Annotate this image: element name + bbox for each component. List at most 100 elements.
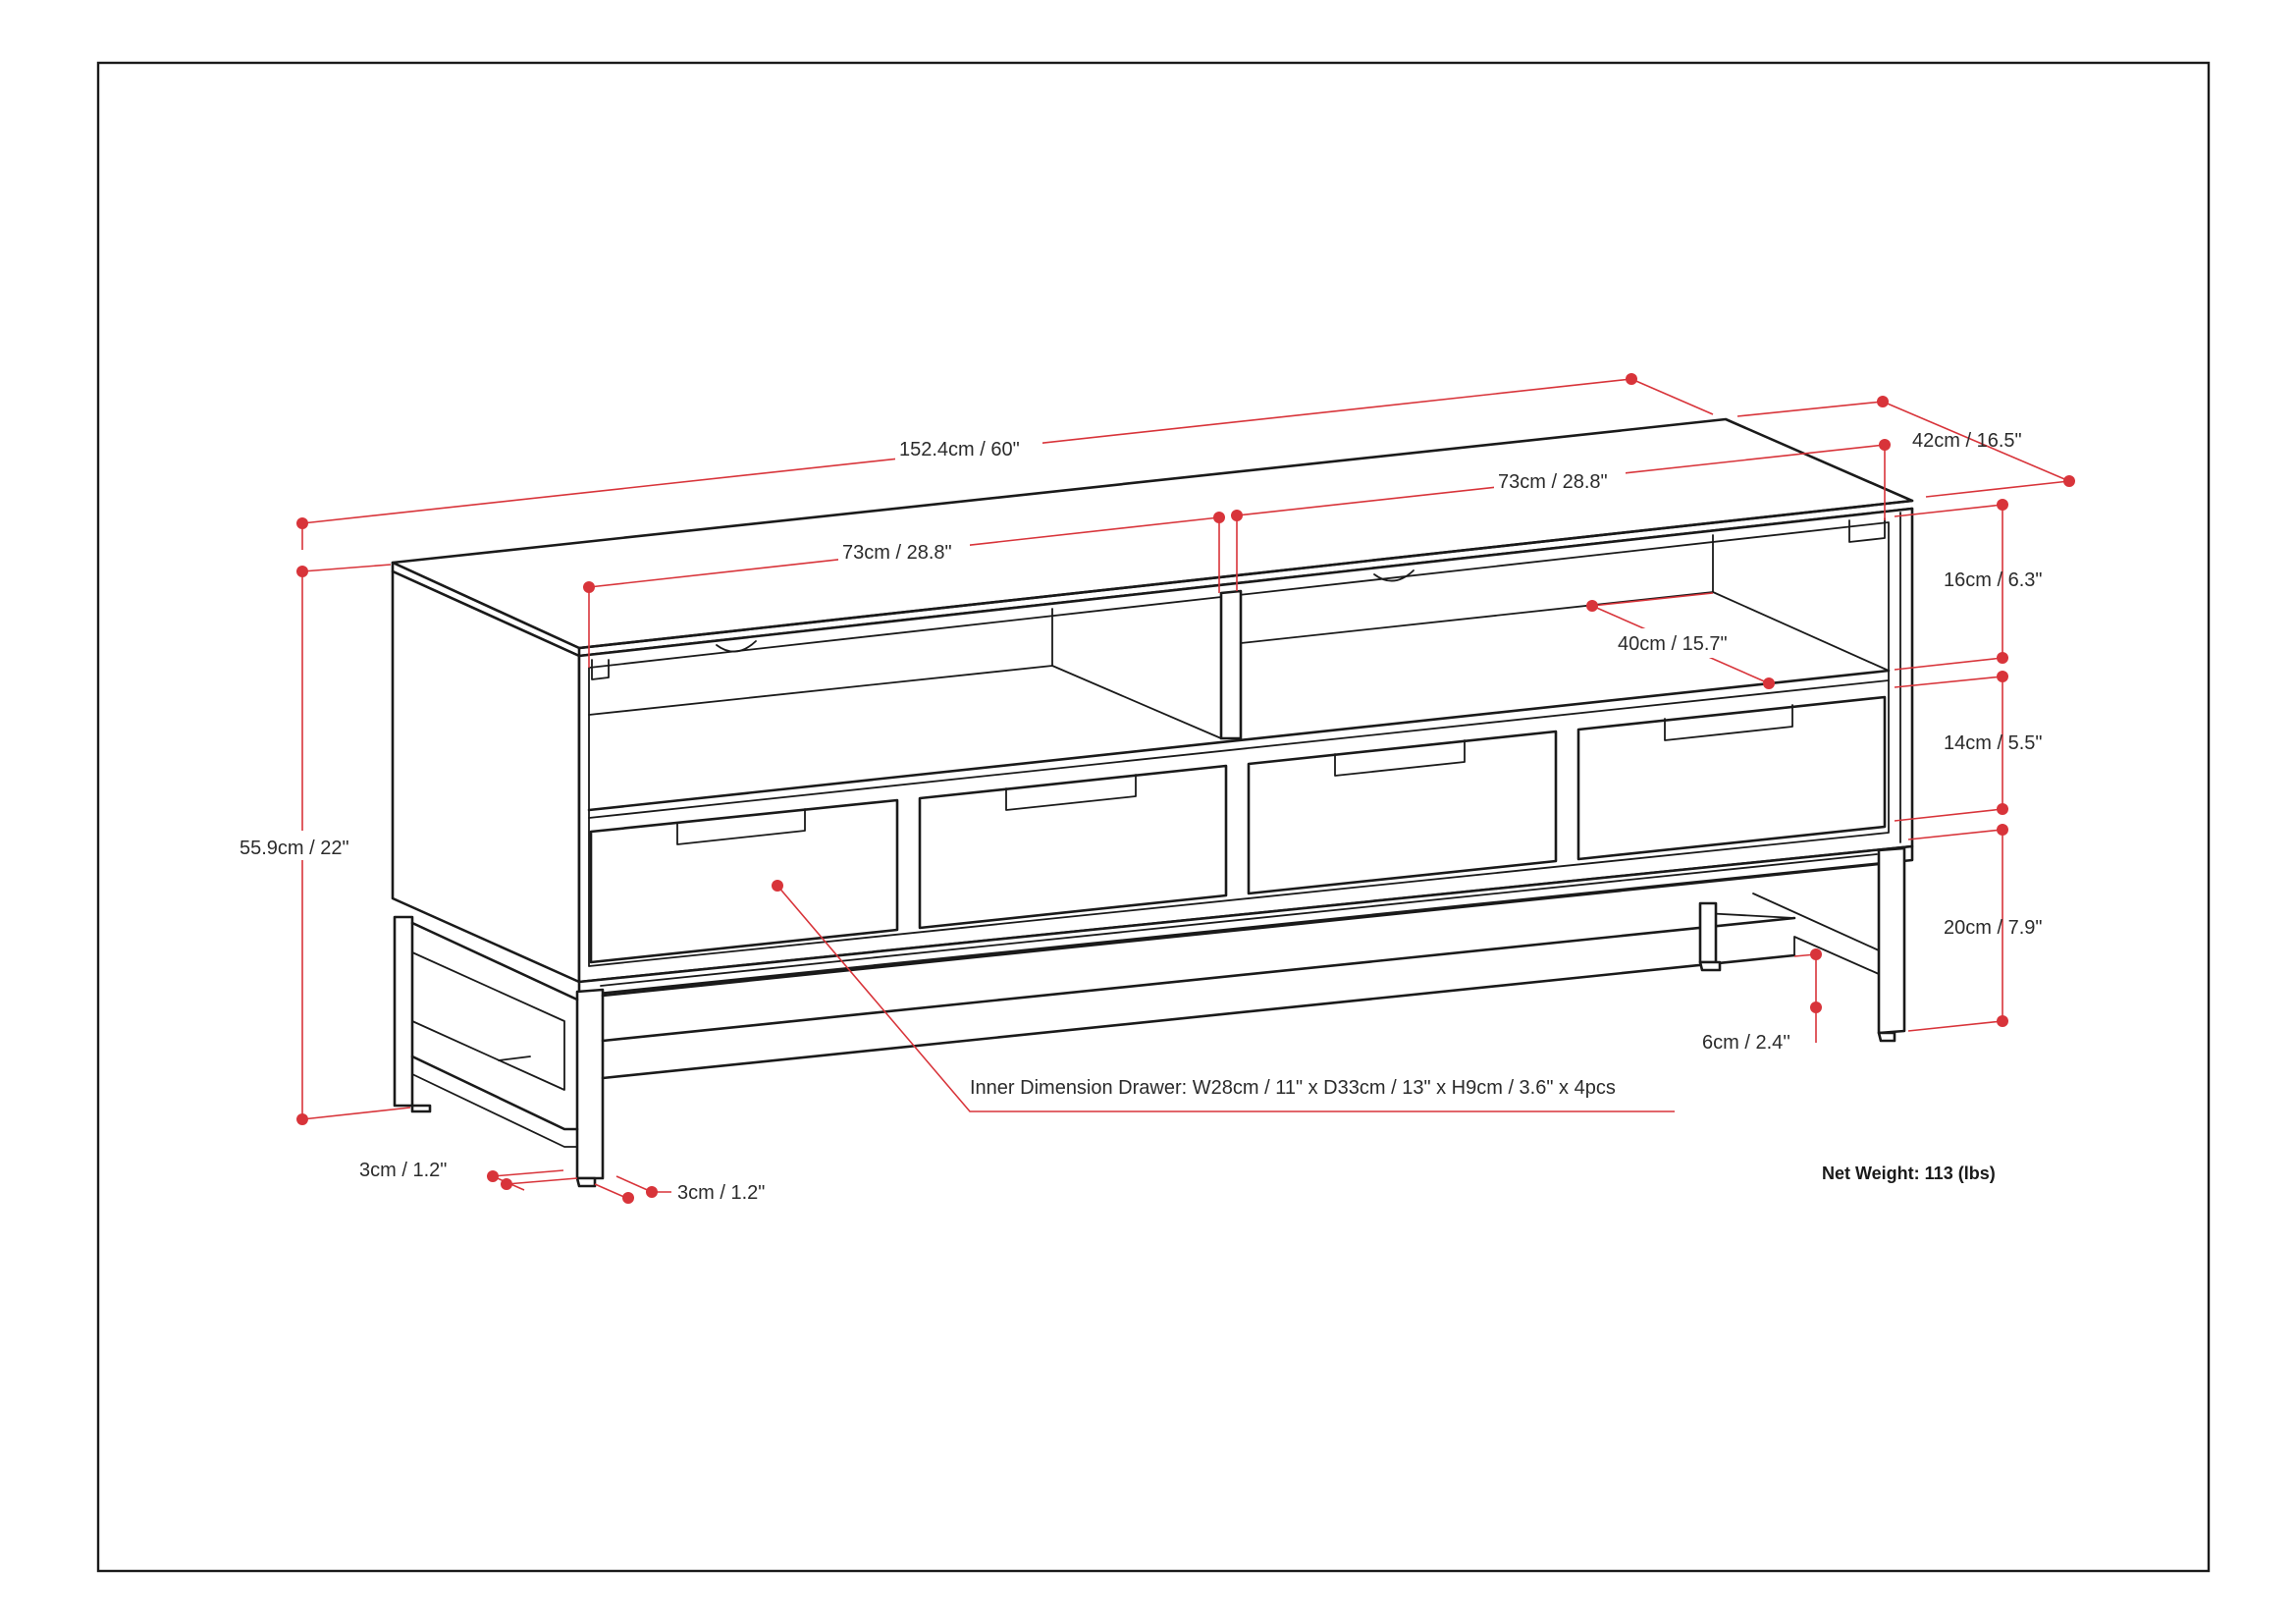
left-side-stretcher-top <box>410 921 579 1001</box>
drawer-height-bottom-dot <box>1997 803 2008 815</box>
front-top-rail <box>601 862 1881 998</box>
drawer-3-pull <box>1334 739 1466 777</box>
cable-cutout-right <box>1373 569 1415 582</box>
right-vertical-ext-6 <box>1907 1020 2003 1032</box>
left-side-inner-frame <box>411 951 565 1091</box>
drawer-4-pull <box>1664 704 1793 741</box>
front-left-leg <box>575 988 605 1180</box>
stretcher-height-label: 6cm / 2.4'' <box>1702 1032 1790 1054</box>
leg-width-dot-2 <box>501 1178 512 1190</box>
bracket-left <box>591 659 610 680</box>
leg-width-label: 3cm / 1.2" <box>359 1160 447 1181</box>
left-shelf-back <box>588 665 1053 716</box>
drawer-4 <box>1576 695 1887 861</box>
right-vertical-ext-5 <box>1907 829 2003 840</box>
right-vertical-ext-1 <box>1894 504 2003 517</box>
cable-cutout-left <box>716 640 757 653</box>
dimension-labels: 152.4cm / 60" 42cm / 16.5" 73cm / 28.8" … <box>236 430 2042 1204</box>
left-opening-width-label: 73cm / 28.8" <box>842 542 952 564</box>
page-frame <box>96 61 2211 1573</box>
right-opening-width-label: 73cm / 28.8" <box>1498 471 1608 493</box>
back-right-leg-foot <box>1698 960 1722 972</box>
drawer-1 <box>589 798 899 964</box>
right-side-frame-2 <box>1703 912 1795 919</box>
back-low-rail <box>498 1056 531 1061</box>
overall-height-ext-top <box>301 564 392 572</box>
shelf-depth-ext <box>1591 592 1714 607</box>
drawer-inner-label: Inner Dimension Drawer: W28cm / 11" x D3… <box>970 1077 1616 1099</box>
front-low-rail-bottom <box>601 953 1796 1080</box>
shelf-depth-label: 40cm / 15.7" <box>1618 633 1728 655</box>
left-shelf-depth <box>1051 665 1222 739</box>
leg-depth-dot-2 <box>646 1186 658 1198</box>
left-side-lower-rail <box>410 1055 579 1131</box>
drawer-inner-leader <box>776 885 1675 1112</box>
leg-depth-label: 3cm / 1.2" <box>677 1182 765 1204</box>
leg-clearance-label: 20cm / 7.9" <box>1944 917 2042 939</box>
right-vertical-ext-3 <box>1894 676 2003 688</box>
left-side-lower-rail-2 <box>411 1073 578 1148</box>
top-front-upper-edge <box>577 499 1914 650</box>
drawer-3 <box>1247 730 1558 895</box>
drawer-height-top-dot <box>1997 671 2008 682</box>
net-weight-label: Net Weight: 113 (lbs) <box>1822 1164 1996 1183</box>
shelf-depth-end-dot <box>1763 677 1775 689</box>
right-shelf-back <box>1240 591 1714 644</box>
overall-height-label: 55.9cm / 22" <box>240 838 349 859</box>
overall-width-end-dot <box>1626 373 1637 385</box>
front-low-rail-top <box>601 916 1796 1043</box>
leg-width-line-2 <box>506 1177 578 1185</box>
right-shelf-depth <box>1712 591 1890 672</box>
leg-depth-line-2 <box>615 1175 653 1193</box>
right-vertical-ext-4 <box>1894 808 2003 822</box>
right-opening-end-dot <box>1879 439 1891 451</box>
front-left-leg-foot <box>575 1176 597 1188</box>
shelf-depth-start-dot <box>1586 600 1598 612</box>
depth-end-dot <box>2063 475 2075 487</box>
back-left-leg <box>393 915 414 1108</box>
overall-height-top-dot <box>296 566 308 577</box>
drawer-inner-dot <box>772 880 783 892</box>
center-divider <box>1219 589 1243 740</box>
depth-line <box>1882 401 2070 482</box>
opening-bottom-edge <box>587 669 1891 812</box>
depth-start-dot <box>1877 396 1889 407</box>
right-opening-start-dot <box>1231 510 1243 521</box>
opening-height-label: 16cm / 6.3" <box>1944 569 2042 591</box>
back-left-leg-foot <box>410 1104 432 1113</box>
overall-width-start-dot <box>296 517 308 529</box>
apron-inner-line <box>600 853 1878 987</box>
leg-clearance-top-dot <box>1997 824 2008 836</box>
cabinet-front-opening <box>588 521 1890 967</box>
overall-height-bottom-dot <box>296 1113 308 1125</box>
depth-ext-top <box>1736 401 1884 417</box>
opening-height-top-dot <box>1997 499 2008 511</box>
drawer-2-pull <box>1005 774 1137 811</box>
right-vertical-ext-2 <box>1894 657 2003 671</box>
leg-clearance-bottom-dot <box>1997 1015 2008 1027</box>
drawer-height-label: 14cm / 5.5" <box>1944 732 2042 754</box>
tv-stand-drawing <box>391 417 1914 1188</box>
leg-width-line <box>492 1169 564 1177</box>
opening-bottom-edge-2 <box>588 679 1890 819</box>
front-right-leg <box>1877 846 1906 1035</box>
overall-width-label: 152.4cm / 60" <box>899 439 1020 460</box>
drawer-1-pull <box>676 808 806 845</box>
leg-depth-line <box>594 1183 627 1199</box>
front-right-leg-foot <box>1877 1031 1896 1043</box>
drawer-2 <box>918 764 1228 930</box>
bracket-right <box>1848 517 1886 543</box>
left-opening-end-dot <box>1213 512 1225 523</box>
back-right-leg <box>1698 901 1718 964</box>
overall-width-ext-right <box>1630 378 1714 415</box>
depth-ext-bottom <box>1925 480 2070 498</box>
overall-height-ext-bottom <box>301 1107 411 1120</box>
stretcher-height-bottom-dot <box>1810 1001 1822 1013</box>
leg-depth-dot-1 <box>622 1192 634 1204</box>
right-side-frame <box>1752 893 1880 975</box>
left-opening-start-dot <box>583 581 595 593</box>
depth-label: 42cm / 16.5" <box>1912 430 2022 452</box>
leg-width-dot-1 <box>487 1170 499 1182</box>
opening-height-bottom-dot <box>1997 652 2008 664</box>
